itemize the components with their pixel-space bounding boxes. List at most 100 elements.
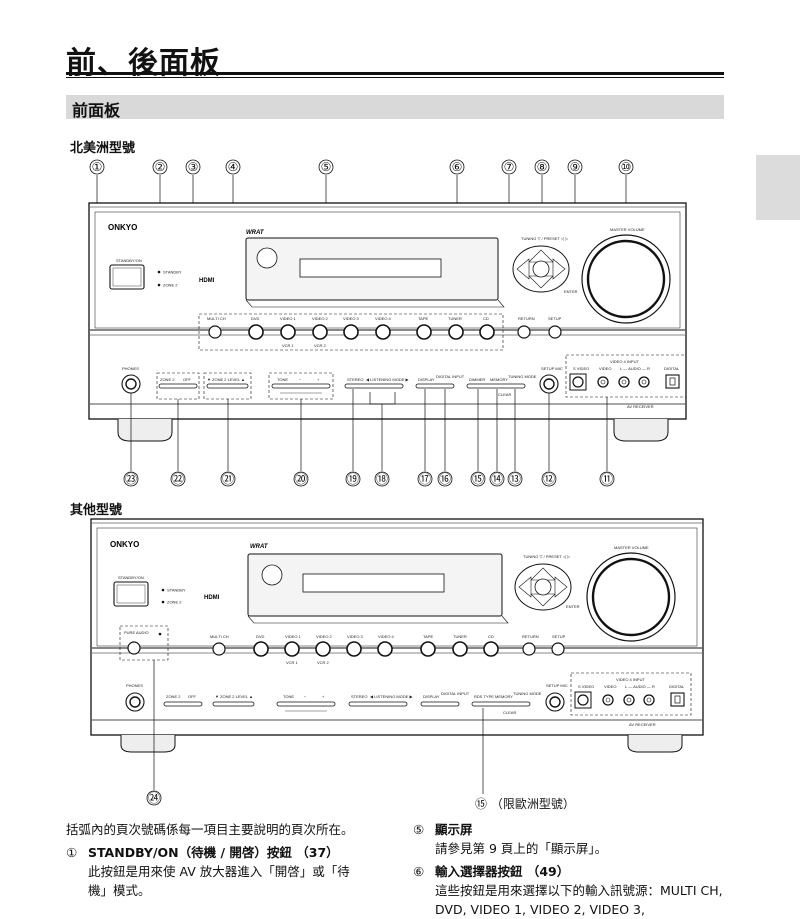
tape-button[interactable] [416, 324, 432, 340]
setup-label-2: SETUP [552, 634, 566, 639]
callout-6: ⑥ [449, 159, 465, 175]
display-button-label-2: DISPLAY [423, 694, 440, 699]
tuning-preset-label-2: TUNING ▽ / PRESET ◁ ▷ [523, 554, 571, 559]
display-button-label: DISPLAY [418, 377, 435, 382]
callout-11-label: ⑪ [601, 472, 613, 486]
video4-button-2[interactable] [377, 641, 393, 657]
tuner-button-2[interactable] [452, 641, 468, 657]
audio-r-jack-2[interactable] [643, 694, 655, 706]
video1-button-2[interactable] [284, 641, 300, 657]
master-volume-knob-2[interactable] [591, 557, 671, 637]
callout-15-label: ⑮ [472, 472, 484, 486]
display-digital-buttons[interactable] [415, 383, 455, 389]
preset-right-button[interactable] [552, 258, 566, 280]
video2-button[interactable] [312, 324, 328, 340]
tone-plus-label: + [317, 377, 320, 382]
side-tab [756, 155, 800, 220]
selector-label-cd: CD [483, 316, 489, 321]
pure-audio-button[interactable] [127, 641, 141, 655]
return-button-2[interactable] [522, 642, 536, 656]
return-button[interactable] [517, 325, 531, 339]
rds-memory-tuning-buttons[interactable] [471, 701, 531, 707]
vcr1-label: VCR 1 [282, 343, 295, 348]
listening-mode-label: ◀ LISTENING MODE ▶ [366, 377, 410, 382]
listening-mode-label-2: ◀ LISTENING MODE ▶ [370, 694, 414, 699]
zone2-off-buttons-2[interactable] [163, 701, 203, 707]
zone2-off-buttons[interactable] [158, 383, 198, 389]
digital-optical-jack-2[interactable] [670, 692, 685, 707]
setup-button-2[interactable] [551, 642, 565, 656]
enter-button[interactable] [532, 260, 550, 278]
multi-ch-button[interactable] [208, 325, 222, 339]
dvd-button-2[interactable] [253, 641, 269, 657]
display-screen-2 [302, 573, 445, 593]
stereo-listening-buttons-2[interactable] [348, 701, 408, 707]
tone-minus-label-2: − [304, 694, 307, 699]
callout-12-label: ⑫ [543, 472, 555, 486]
s-video-jack-2[interactable] [577, 694, 589, 706]
video3-button[interactable] [343, 324, 359, 340]
digital-label-2: DIGITAL [669, 684, 685, 689]
video3-button-2[interactable] [346, 641, 362, 657]
callout-1-label: ① [92, 160, 103, 174]
standby-on-button-2[interactable] [113, 581, 149, 607]
selector-label-video4: VIDEO 4 [375, 316, 392, 321]
callouts-top: ① ② ③ ④ ⑤ ⑥ ⑦ ⑧ ⑨ ⑩ [89, 159, 634, 175]
standby-on-button[interactable] [109, 264, 145, 290]
s-video-label-2: S VIDEO [578, 684, 594, 689]
callout-15: ⑮ [470, 471, 486, 487]
item-1: ① STANDBY/ON（待機 / 開啓）按鈕 （37） [66, 843, 366, 862]
zone2-level-buttons-2[interactable] [212, 701, 255, 707]
rds-type-label: RDS TYPE [474, 694, 494, 699]
description-right: ⑤ 顯示屏 請參見第 9 頁上的「顯示屏」。 ⑥ 輸入選擇器按鈕 （49） 這些… [413, 820, 733, 919]
master-volume-knob[interactable] [586, 239, 666, 319]
clear-label-2: CLEAR [503, 710, 516, 715]
enter-button-2[interactable] [534, 578, 552, 596]
selector-label-video3: VIDEO 3 [343, 316, 360, 321]
clear-label: CLEAR [498, 392, 511, 397]
tone-buttons[interactable] [271, 383, 331, 389]
standby-indicator [157, 270, 161, 274]
callout-2: ② [152, 159, 168, 175]
selector-label-tape: TAPE [418, 316, 428, 321]
audio-l-jack-2[interactable] [623, 694, 635, 706]
av-receiver-label: AV RECEIVER [627, 404, 654, 409]
tone-minus-label: − [299, 377, 302, 382]
callout-11: ⑪ [599, 471, 615, 487]
callout-21: ㉑ [220, 471, 236, 487]
enter-label: ENTER [564, 289, 578, 294]
memory-label: MEMORY [490, 377, 508, 382]
remote-sensor-2 [261, 564, 283, 586]
standby-on-label: STANDBY/ON [116, 258, 142, 263]
video2-button-2[interactable] [315, 641, 331, 657]
dimmer-memory-tuning-buttons[interactable] [466, 383, 526, 389]
digital-optical-jack[interactable] [665, 374, 680, 389]
tone-buttons-2[interactable] [276, 701, 336, 707]
return-label: RETURN [518, 316, 535, 321]
video4-button[interactable] [375, 324, 391, 340]
selector-label-dvd: DVD [251, 316, 260, 321]
zone2-level-buttons[interactable] [206, 383, 249, 389]
stereo-listening-buttons[interactable] [344, 383, 404, 389]
preset-left-button[interactable] [516, 258, 530, 280]
display-digital-buttons-2[interactable] [420, 701, 460, 707]
callout-7-label: ⑦ [504, 160, 515, 174]
video-jack[interactable] [597, 376, 609, 388]
item-6-title: 輸入選擇器按鈕 （49） [435, 864, 570, 879]
tuner-button[interactable] [448, 324, 464, 340]
callout-23: ㉓ [123, 471, 139, 487]
audio-l-jack[interactable] [618, 376, 630, 388]
tape-button-2[interactable] [420, 641, 436, 657]
setup-button[interactable] [548, 325, 562, 339]
cd-button[interactable] [479, 324, 495, 340]
cd-button-2[interactable] [483, 641, 499, 657]
video1-button[interactable] [280, 324, 296, 340]
multi-ch-button-2[interactable] [212, 642, 226, 656]
dvd-button[interactable] [248, 324, 264, 340]
audio-r-jack[interactable] [638, 376, 650, 388]
vcr2-label: VCR 2 [314, 343, 327, 348]
zone2-button-label-2: ZONE 2 [166, 694, 181, 699]
selector-label-cd-2: CD [488, 634, 494, 639]
callout-13-label: ⑬ [509, 472, 521, 486]
video-jack-2[interactable] [602, 694, 614, 706]
